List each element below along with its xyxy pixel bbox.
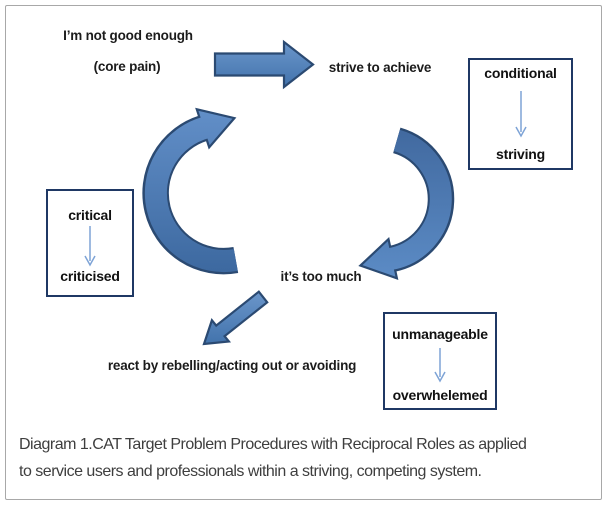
thin-arrow-down-icon — [514, 90, 527, 138]
thin-arrow-down-icon — [84, 225, 96, 267]
diagram-frame — [5, 5, 602, 500]
thin-arrow-down-icon — [434, 347, 446, 383]
role-top-label: critical — [68, 207, 112, 223]
block-arrow-down-left-icon — [202, 290, 269, 346]
core-pain-label-line2: (core pain) — [93, 59, 161, 74]
curved-arrow-clockwise-left-icon — [142, 107, 239, 275]
role-box-unmanageable-overwhelmed: unmanageable overwhelemed — [383, 312, 497, 410]
role-box-critical-criticised: critical criticised — [46, 189, 134, 297]
role-bottom-label: overwhelemed — [392, 387, 488, 403]
its-too-much-label: it’s too much — [280, 269, 362, 284]
strive-to-achieve-label: strive to achieve — [328, 60, 432, 75]
caption-line-1: Diagram 1.CAT Target Problem Procedures … — [19, 436, 527, 453]
figure-caption: Diagram 1.CAT Target Problem Procedures … — [19, 431, 594, 485]
curved-arrow-clockwise-right-icon — [358, 127, 455, 280]
react-label: react by rebelling/acting out or avoidin… — [107, 358, 357, 373]
role-box-conditional-striving: conditional striving — [468, 58, 573, 170]
role-top-label: conditional — [484, 65, 557, 81]
caption-line-2: to service users and professionals withi… — [19, 463, 482, 480]
role-bottom-label: striving — [496, 146, 545, 162]
core-pain-label-line1: I’m not good enough — [63, 28, 193, 43]
role-top-label: unmanageable — [392, 326, 488, 342]
block-arrow-right-icon — [213, 39, 315, 90]
role-bottom-label: criticised — [60, 268, 120, 284]
